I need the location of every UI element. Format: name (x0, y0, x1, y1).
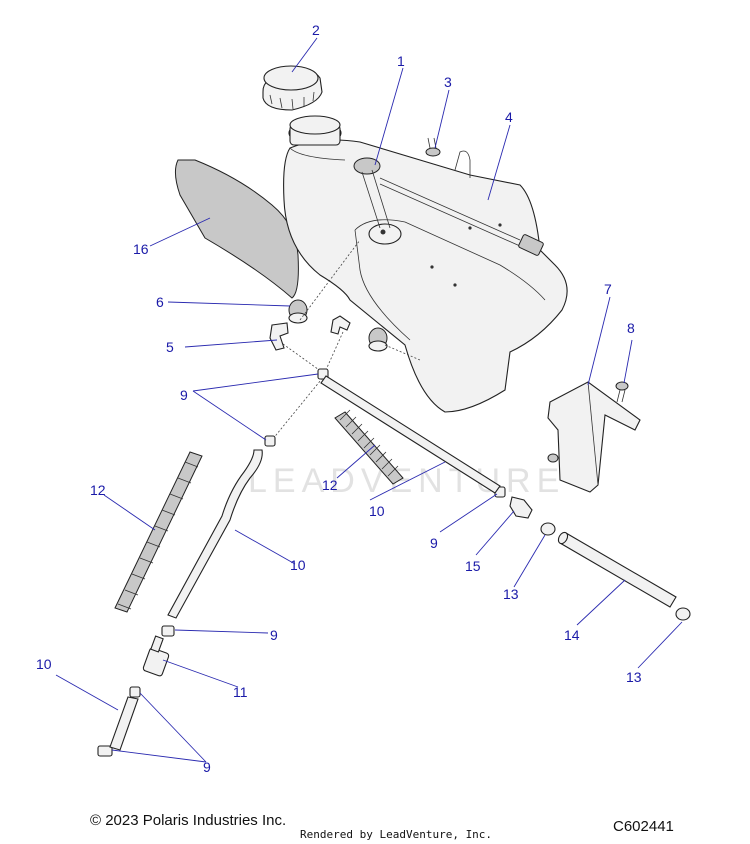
part-fitting (509, 496, 533, 519)
callout-9c: 9 (270, 627, 278, 643)
callout-13b: 13 (626, 669, 642, 685)
callout-10b: 10 (290, 557, 306, 573)
part-spring-hose-short (334, 409, 404, 485)
part-tube-straight (557, 531, 677, 608)
callout-3: 3 (444, 74, 452, 90)
part-elbow-fitting (269, 315, 351, 351)
rendered-by-text: Rendered by LeadVenture, Inc. (300, 828, 493, 841)
callout-16: 16 (133, 241, 149, 257)
callout-1: 1 (397, 53, 405, 69)
leader-lines (55, 37, 683, 763)
callout-9d: 9 (203, 759, 211, 775)
diagram-code: C602441 (613, 818, 674, 835)
part-bolt (615, 381, 629, 403)
callout-15: 15 (465, 558, 481, 574)
callout-9a: 9 (180, 387, 188, 403)
part-fuel-cap (262, 65, 323, 111)
callout-12a: 12 (90, 482, 106, 498)
callout-10a: 10 (369, 503, 385, 519)
callout-12b: 12 (322, 477, 338, 493)
callout-5: 5 (166, 339, 174, 355)
part-hose-clamps (540, 522, 691, 621)
callout-6: 6 (156, 294, 164, 310)
callout-13a: 13 (503, 586, 519, 602)
part-tube-lower (109, 696, 139, 751)
callout-4: 4 (505, 109, 513, 125)
part-screw (425, 137, 441, 157)
part-heat-shield (174, 159, 299, 299)
callout-2: 2 (312, 22, 320, 38)
watermark-text: LEADVENTURE (248, 462, 565, 500)
callout-14: 14 (564, 627, 580, 643)
callout-8: 8 (627, 320, 635, 336)
callout-9b: 9 (430, 535, 438, 551)
copyright-text: © 2023 Polaris Industries Inc. (90, 812, 287, 829)
part-tube-upper (320, 375, 501, 494)
callout-7: 7 (604, 281, 612, 297)
callout-10c: 10 (36, 656, 52, 672)
part-grommet (288, 299, 388, 352)
part-inline-filter (142, 635, 170, 677)
part-bracket (547, 381, 641, 493)
callout-labels: 1 2 3 4 5 6 7 8 9 9 9 9 10 10 10 11 12 1… (36, 22, 642, 775)
part-fuel-tank (283, 115, 568, 413)
part-clamps (97, 368, 506, 757)
part-tube-bent (167, 449, 263, 619)
part-fuel-gauge (353, 157, 544, 256)
callout-11: 11 (233, 684, 248, 700)
part-spring-hose-long (114, 451, 203, 613)
